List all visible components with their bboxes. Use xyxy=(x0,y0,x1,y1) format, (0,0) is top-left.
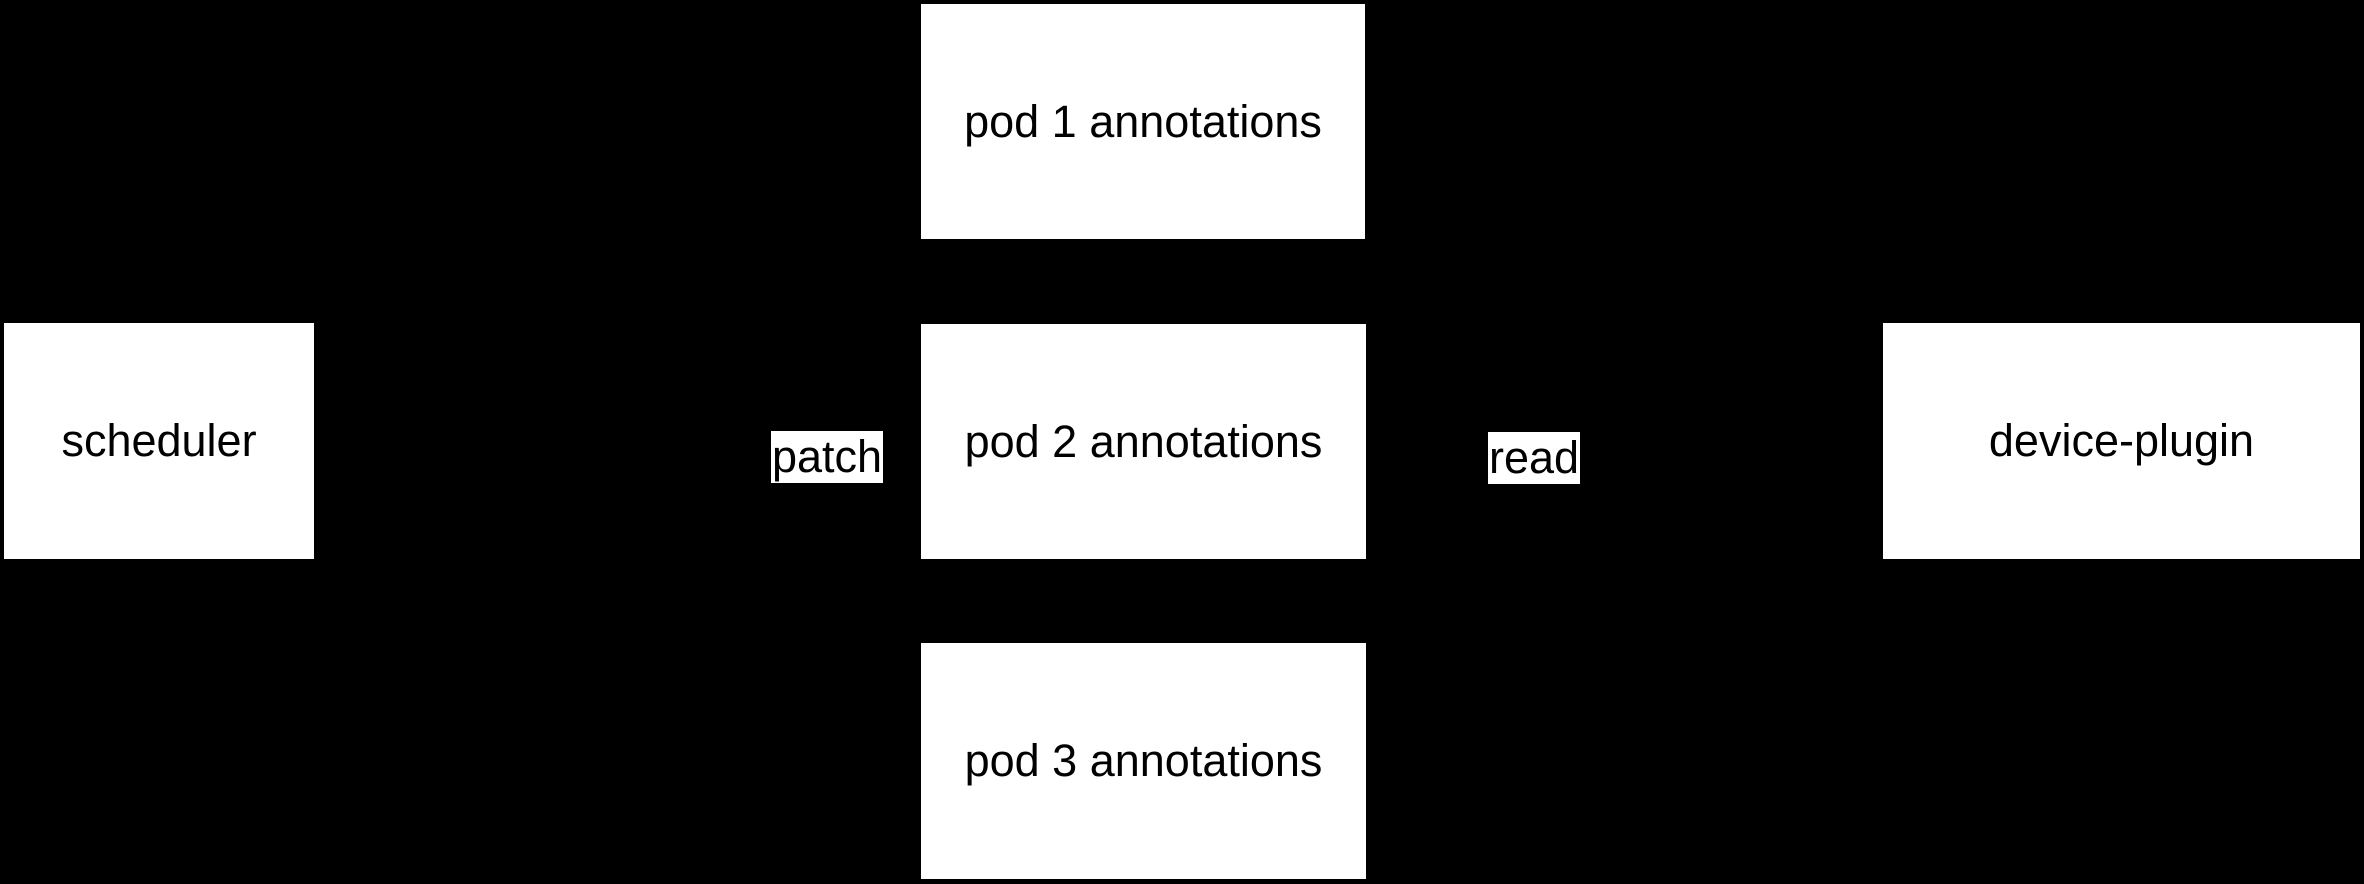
edge-label-patch-text: patch xyxy=(771,431,883,483)
edge-label-read-text: read xyxy=(1488,432,1580,484)
node-device-plugin: device-plugin xyxy=(1883,323,2360,559)
edge-label-read: read xyxy=(1488,432,1580,484)
node-device-plugin-label: device-plugin xyxy=(1988,415,2255,467)
node-pod-3-annotations: pod 3 annotations xyxy=(921,643,1366,879)
node-pod-2-annotations-label: pod 2 annotations xyxy=(964,415,1323,467)
node-pod-2-annotations: pod 2 annotations xyxy=(921,324,1366,559)
node-pod-1-annotations-label: pod 1 annotations xyxy=(964,95,1322,147)
node-scheduler-label: scheduler xyxy=(61,415,257,467)
node-pod-3-annotations-label: pod 3 annotations xyxy=(964,735,1323,787)
edge-label-patch: patch xyxy=(771,431,883,483)
node-scheduler: scheduler xyxy=(4,323,314,559)
node-pod-1-annotations: pod 1 annotations xyxy=(921,4,1365,239)
